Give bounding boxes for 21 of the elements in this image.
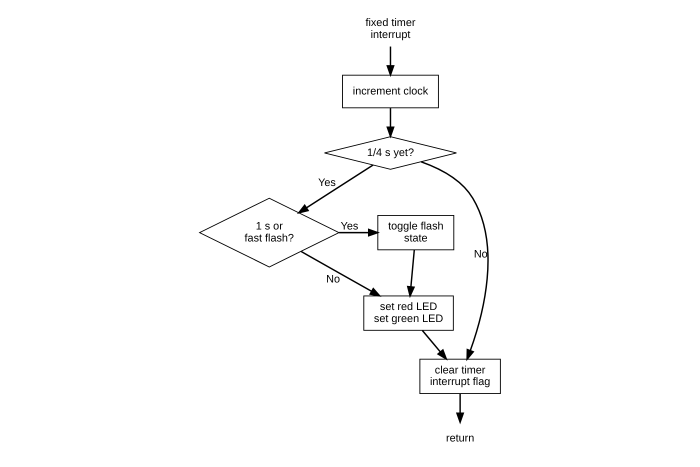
- arrow: [420, 161, 489, 362]
- arrow: [456, 394, 464, 424]
- node-diamond: 1 s or fast flash?: [198, 198, 340, 268]
- node-text: fixed timer interrupt: [365, 16, 416, 41]
- node-text: return: [446, 432, 474, 445]
- node-box: toggle flash state: [377, 214, 454, 250]
- edge-label: No: [326, 273, 340, 286]
- edge-label: Yes: [340, 220, 358, 233]
- node-box: clear timer interrupt flag: [419, 358, 501, 394]
- arrow: [422, 330, 448, 361]
- arrow: [386, 108, 395, 138]
- node-box: set red LED set green LED: [363, 295, 454, 331]
- node-diamond: 1/4 s yet?: [324, 136, 457, 170]
- arrow: [296, 164, 374, 214]
- edge-label: Yes: [318, 176, 336, 189]
- edge-label: No: [474, 248, 488, 260]
- arrow: [300, 250, 382, 297]
- arrow: [406, 250, 416, 298]
- arrow: [339, 228, 380, 237]
- arrow: [386, 46, 395, 78]
- node-box: increment clock: [342, 74, 439, 108]
